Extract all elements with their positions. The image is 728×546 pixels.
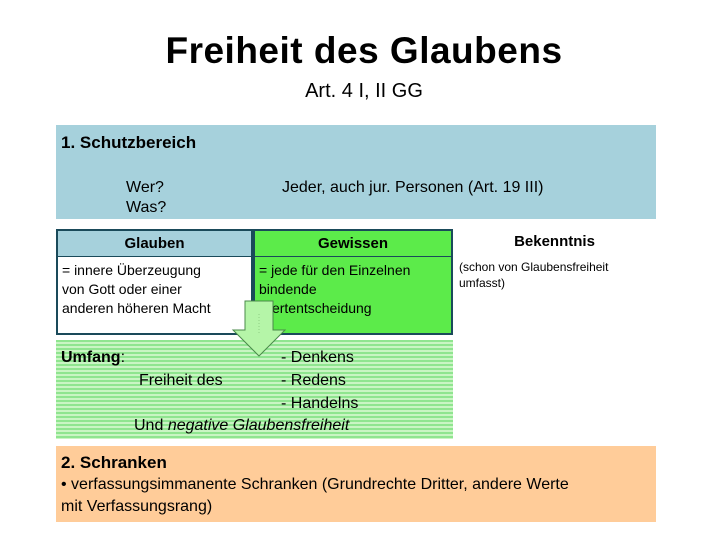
umfang-item: - Handelns: [281, 395, 359, 412]
glauben-line: anderen höheren Macht: [62, 300, 211, 316]
bekenntnis-column: Bekenntnis (schon von Glaubensfreiheit u…: [453, 229, 656, 335]
gewissen-column: Gewissen = jede für den Einzelnen binden…: [253, 229, 453, 335]
glauben-definition: = innere Überzeugung von Gott oder einer…: [58, 257, 251, 318]
glauben-line: von Gott oder einer: [62, 281, 182, 297]
schranken-line-2: mit Verfassungsrang): [61, 498, 213, 515]
gewissen-definition: = jede für den Einzelnen bindende Werten…: [255, 257, 451, 318]
was-label: Was?: [126, 199, 167, 216]
bekenntnis-header: Bekenntnis: [514, 233, 595, 250]
subtitle-text: Art. 4 I, II GG: [305, 80, 423, 102]
schranken-text-1: verfassungsimmanente Schranken (Grundrec…: [66, 476, 569, 493]
schutzbereich-box: 1. Schutzbereich Wer? Jeder, auch jur. P…: [56, 125, 656, 219]
negative-freiheit-row: Und negative Glaubensfreiheit: [134, 417, 349, 435]
und-label: Und: [134, 417, 164, 434]
glauben-line: = innere Überzeugung: [62, 262, 201, 278]
schranken-line-1: • verfassungsimmanente Schranken (Grundr…: [61, 476, 569, 494]
umfang-label: Umfang: [61, 349, 121, 366]
gewissen-line: = jede für den Einzelnen: [259, 262, 411, 278]
slide-title: Freiheit des Glaubens: [165, 30, 563, 71]
umfang-box: Umfang: Freiheit des - Denkens - Redens …: [56, 340, 453, 439]
bekenntnis-line: (schon von Glaubensfreiheit: [459, 260, 609, 274]
negative-glaubensfreiheit: negative Glaubensfreiheit: [167, 417, 350, 434]
umfang-item: - Denkens: [281, 349, 354, 366]
bullet-icon: •: [61, 476, 67, 493]
bekenntnis-line: umfasst): [459, 276, 506, 290]
wer-value: Jeder, auch jur. Personen (Art. 19 III): [282, 179, 544, 196]
freiheit-des-label: Freiheit des: [139, 372, 223, 389]
umfang-item: - Redens: [281, 372, 346, 389]
glauben-header: Glauben: [58, 231, 251, 257]
glauben-column: Glauben = innere Überzeugung von Gott od…: [56, 229, 253, 335]
schranken-heading: 2. Schranken: [61, 453, 167, 472]
umfang-label-row: Umfang:: [61, 349, 125, 367]
schranken-box: 2. Schranken • verfassungsimmanente Schr…: [56, 446, 656, 522]
wer-label: Wer?: [126, 179, 164, 196]
bekenntnis-note: (schon von Glaubensfreiheit umfasst): [453, 255, 656, 291]
down-arrow-icon: [231, 300, 287, 357]
gewissen-header: Gewissen: [255, 231, 451, 257]
slide-subtitle: Art. 4 I, II GG: [0, 80, 728, 103]
schutzbereich-heading: 1. Schutzbereich: [61, 133, 197, 152]
umfang-colon: :: [120, 349, 126, 366]
gewissen-line: Wertentscheidung: [259, 300, 372, 316]
gewissen-line: bindende: [259, 281, 317, 297]
